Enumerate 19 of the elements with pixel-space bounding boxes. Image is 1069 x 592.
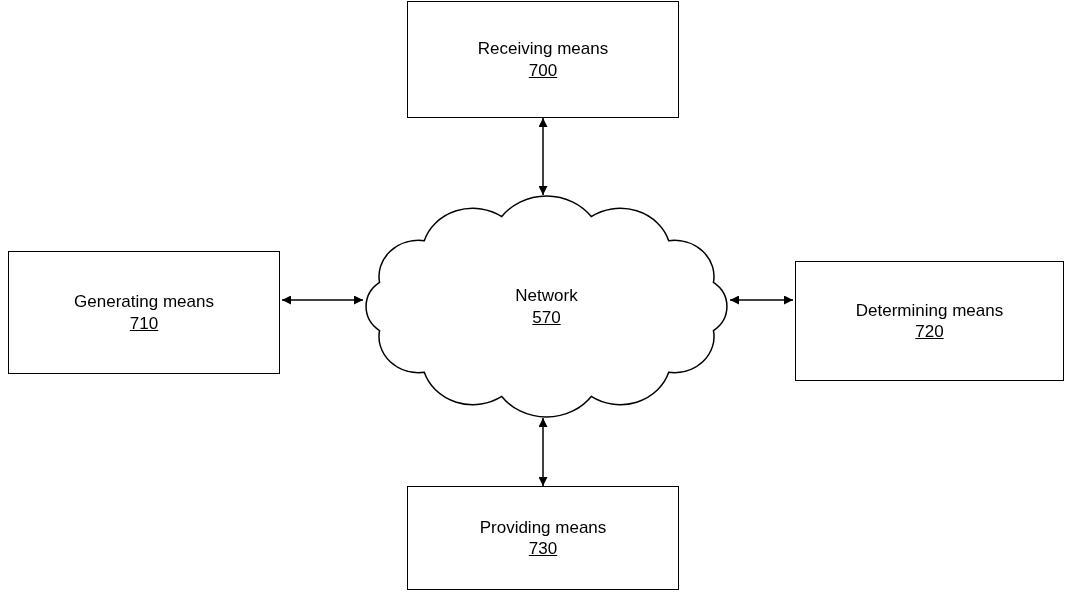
double-arrow [538, 417, 548, 487]
component-box [795, 261, 1064, 381]
reference-number: 710 [129, 312, 159, 334]
reference-number: 730 [528, 538, 558, 560]
double-arrow [281, 295, 364, 305]
double-arrow [729, 295, 794, 305]
component-box [8, 251, 280, 374]
component-name: Providing means [479, 516, 607, 538]
component-box [407, 486, 679, 590]
component-name: Generating means [74, 291, 214, 313]
reference-number: 700 [528, 59, 558, 81]
reference-number: 570 [532, 306, 561, 328]
double-arrow [538, 117, 548, 196]
component-name: Determining means [855, 299, 1004, 321]
component-name: Network [515, 285, 578, 307]
network-cloud [365, 195, 728, 418]
component-name: Receiving means [477, 38, 609, 60]
reference-number: 720 [915, 321, 944, 343]
component-box [407, 1, 679, 118]
